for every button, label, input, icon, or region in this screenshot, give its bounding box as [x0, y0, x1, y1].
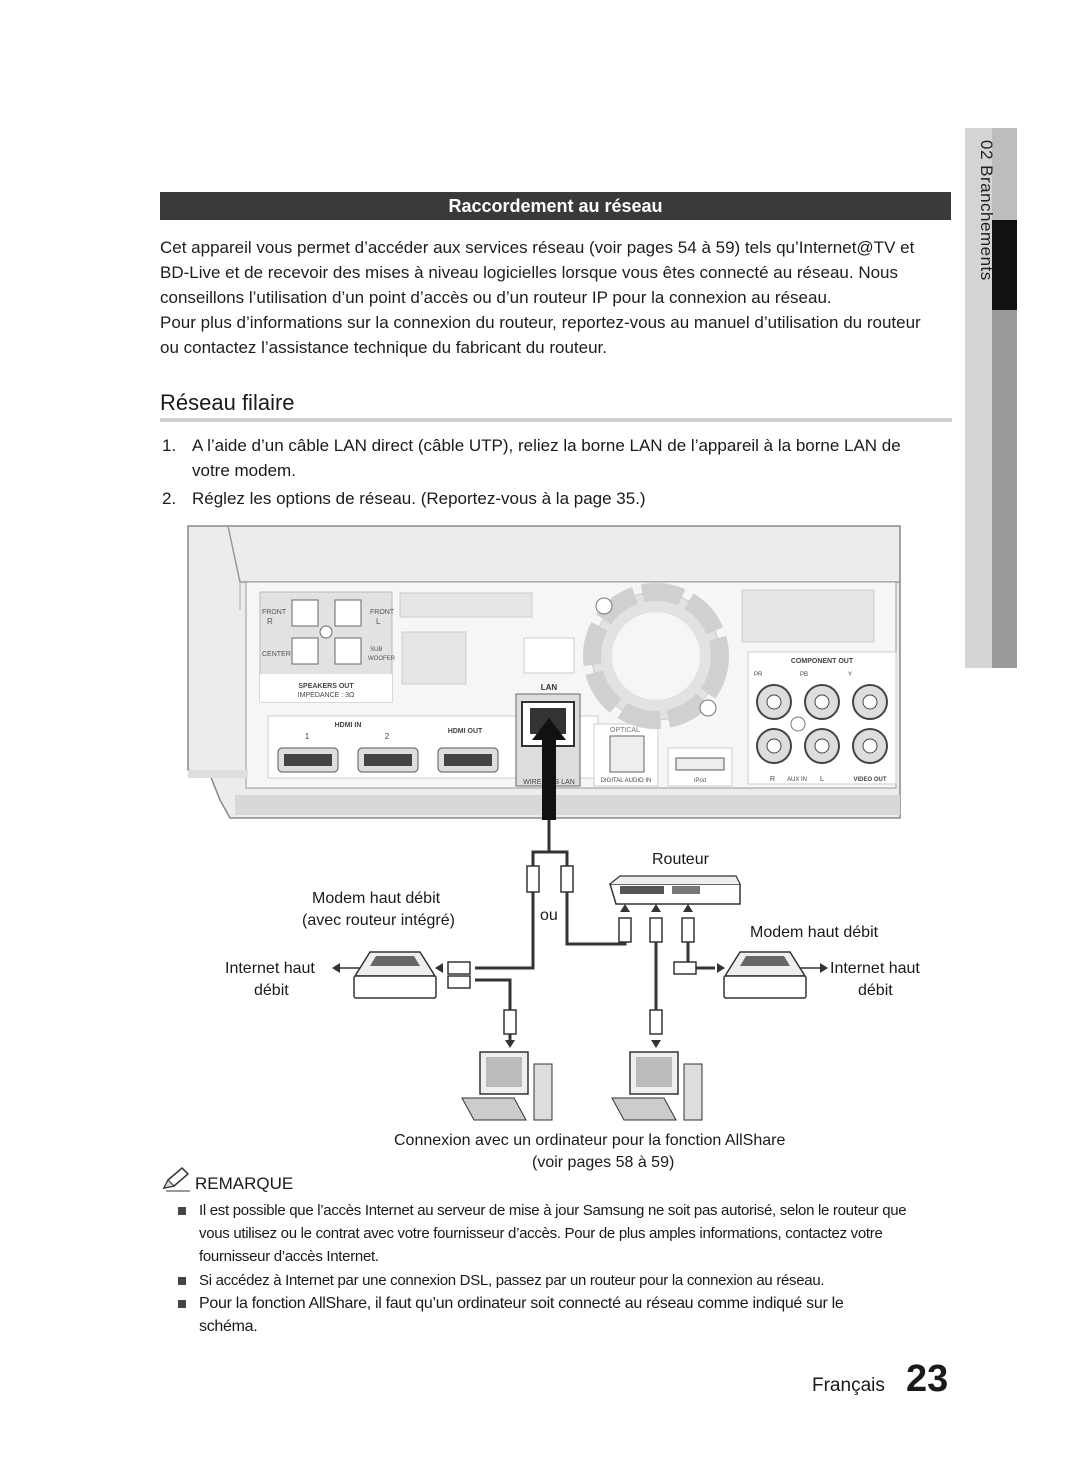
label-routeur: Routeur [652, 851, 709, 868]
note-item: Il est possible que l’accès Internet au … [178, 1199, 938, 1268]
label-front-l: FRONT [370, 609, 395, 616]
bullet-icon [178, 1277, 186, 1285]
page-number: 23 [906, 1358, 949, 1400]
note-item: Pour la fonction AllShare, il faut qu’un… [178, 1292, 938, 1338]
label-hdmi-out: HDMI OUT [448, 728, 483, 735]
label-modem-left-sub: (avec routeur intégré) [302, 912, 455, 929]
modem-icon [353, 951, 437, 999]
label-modem-left: Modem haut débit [312, 890, 441, 907]
note-line: Pour la fonction AllShare, il faut qu’un… [199, 1295, 844, 1312]
label-internet-left-sub: débit [254, 982, 289, 999]
step-text: Réglez les options de réseau. (Reportez-… [192, 489, 646, 508]
label-front-r: FRONT [262, 609, 287, 616]
diagram-caption: Connexion avec un ordinateur pour la fon… [394, 1132, 786, 1149]
computer-icon [611, 1051, 703, 1121]
label-impedance: IMPEDANCE : 3Ω [298, 692, 355, 699]
note-text: Si accédez à Internet par une connexion … [199, 1272, 825, 1289]
label-aux-in: AUX IN [787, 777, 807, 783]
router-icon [608, 875, 741, 905]
bullet-icon [178, 1207, 186, 1215]
step-line: votre modem. [192, 461, 296, 480]
back-panel: FRONT FRONT R L CENTER SUB WOOFER SPEAKE… [187, 525, 901, 819]
bullet-icon [178, 1300, 186, 1308]
section-title: Raccordement au réseau [160, 192, 951, 220]
note-line: fournisseur d’accès Internet. [199, 1248, 379, 1265]
label-video-out: VIDEO OUT [853, 777, 886, 783]
label-pr: PR [754, 672, 763, 678]
chapter-label: 02 Branchements [977, 140, 996, 281]
cable-connectors [447, 865, 697, 1035]
diagram-caption-sub: (voir pages 58 à 59) [532, 1154, 675, 1171]
note-line: vous utilisez ou le contrat avec votre f… [199, 1225, 883, 1242]
label-center: CENTER [262, 651, 291, 658]
step-text: A l’aide d’un câble LAN direct (câble UT… [192, 433, 952, 483]
label-internet-right-sub: débit [858, 982, 893, 999]
label-component-out: COMPONENT OUT [791, 658, 854, 665]
modem-icon [723, 951, 807, 999]
label-aux-l: L [820, 776, 824, 783]
label-woofer: WOOFER [368, 656, 396, 662]
note-line: Il est possible que l’accès Internet au … [199, 1202, 907, 1219]
step-number: 2. [162, 489, 177, 508]
footer-language: Français [812, 1375, 885, 1396]
intro-line: conseillons l’utilisation d’un point d’a… [160, 288, 832, 307]
step-line: A l’aide d’un câble LAN direct (câble UT… [192, 436, 901, 455]
label-internet-left: Internet haut [225, 960, 315, 977]
note-text: Il est possible que l’accès Internet au … [199, 1199, 939, 1268]
label-l: L [376, 617, 381, 626]
label-sub: SUB [370, 647, 382, 653]
intro-line: ou contactez l’assistance technique du f… [160, 338, 608, 357]
label-speakers-out: SPEAKERS OUT [298, 683, 354, 690]
label-modem-right: Modem haut débit [750, 924, 879, 941]
label-digital-audio-in: DIGITAL AUDIO IN [601, 778, 652, 784]
side-tab-strip [992, 128, 1017, 220]
step-1: 1. A l’aide d’un câble LAN direct (câble… [162, 433, 952, 483]
note-text: Pour la fonction AllShare, il faut qu’un… [199, 1292, 939, 1338]
intro-line: BD-Live et de recevoir des mises à nivea… [160, 263, 899, 282]
label-y: Y [848, 672, 852, 678]
step-number: 1. [162, 436, 177, 455]
note-item: Si accédez à Internet par une connexion … [178, 1269, 938, 1292]
arrow-up-icon [532, 718, 566, 820]
label-lan: LAN [541, 683, 558, 692]
label-hdmi-in-2: 2 [385, 732, 390, 741]
label-internet-right: Internet haut [830, 960, 920, 977]
remark-title: REMARQUE [195, 1174, 294, 1193]
intro-line: Cet appareil vous permet d’accéder aux s… [160, 238, 915, 257]
intro-line: Pour plus d’informations sur la connexio… [160, 313, 921, 332]
step-2: 2. Réglez les options de réseau. (Report… [162, 486, 952, 511]
label-aux-r: R [770, 776, 775, 783]
connection-diagram: FRONT FRONT R L CENTER SUB WOOFER SPEAKE… [187, 525, 901, 1121]
label-ou: ou [540, 907, 558, 924]
note-line: schéma. [199, 1318, 258, 1335]
page-heading: Réseau filaire [160, 390, 295, 415]
heading-rule [160, 418, 952, 422]
label-r: R [267, 617, 273, 626]
pencil-icon [162, 1166, 190, 1192]
label-hdmi-in: HDMI IN [335, 722, 362, 729]
label-optical: OPTICAL [610, 727, 640, 734]
label-hdmi-in-1: 1 [305, 732, 310, 741]
label-pb: PB [800, 672, 808, 678]
label-ipod: iPod [694, 778, 706, 784]
direction-arrows [332, 904, 828, 1048]
side-tab-marker [992, 220, 1017, 310]
computer-icon [461, 1051, 553, 1121]
side-tab-strip [992, 310, 1017, 668]
